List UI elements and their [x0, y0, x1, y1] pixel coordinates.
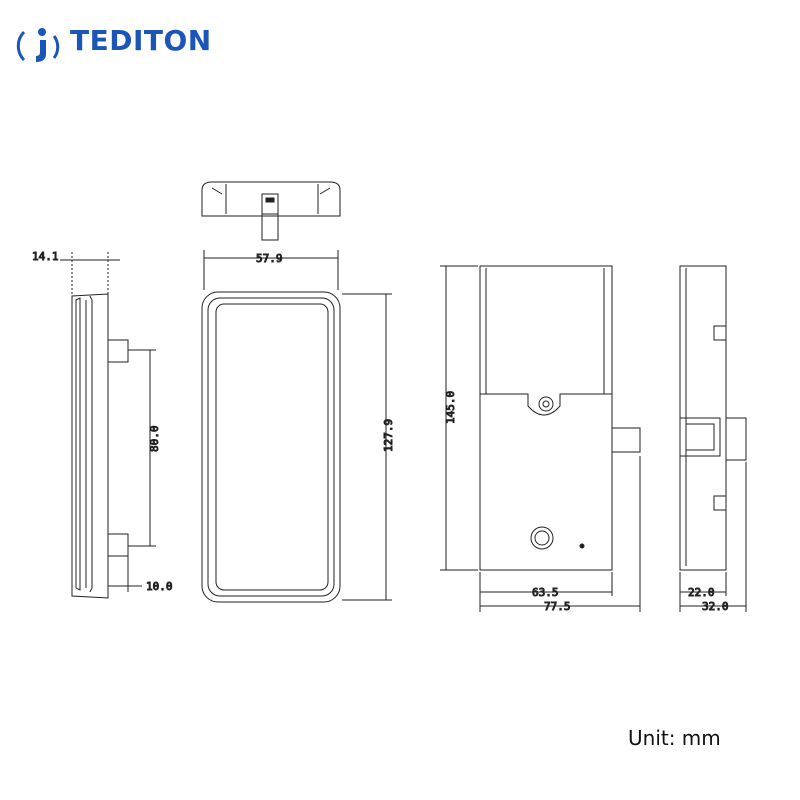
dim-pin-spacing: 80.0 — [148, 426, 161, 453]
dim-side-depth: 14.1 — [32, 250, 59, 263]
front-view — [201, 250, 392, 603]
dim-pin-length: 10.0 — [146, 580, 173, 593]
brand-name: TEDITON — [70, 24, 212, 57]
right-side-view — [679, 265, 747, 612]
dim-front-width: 57.9 — [256, 252, 283, 265]
left-side-view — [60, 252, 156, 599]
teditton-logo-icon — [16, 28, 60, 62]
dim-back-inner-width: 63.5 — [532, 586, 559, 599]
unit-label: Unit: mm — [628, 726, 721, 750]
dim-right-inner-depth: 22.0 — [688, 586, 715, 599]
back-view — [440, 265, 641, 612]
dim-back-outer-width: 77.5 — [544, 600, 571, 613]
dim-front-height: 127.9 — [382, 419, 395, 452]
top-view — [201, 181, 341, 241]
dim-back-height: 145.0 — [444, 391, 457, 424]
dim-right-outer-depth: 32.0 — [702, 600, 729, 613]
